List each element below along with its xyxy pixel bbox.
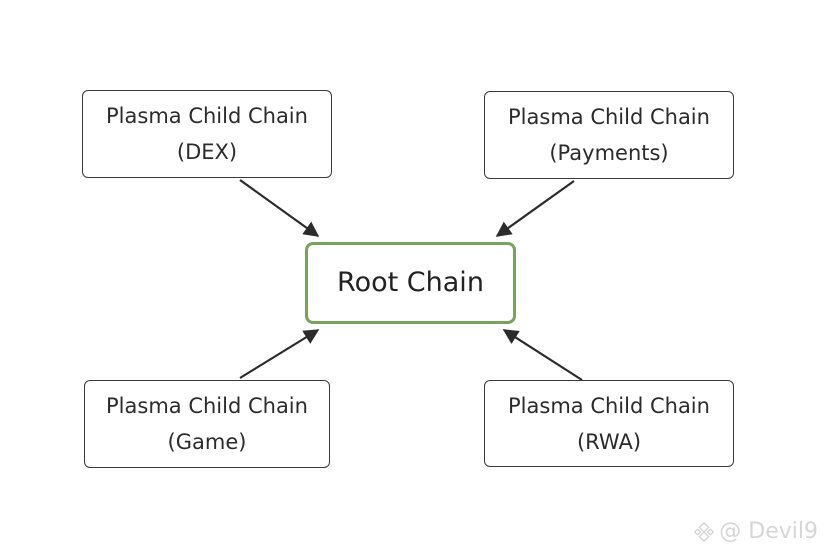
arrow-dex-to-root: [239, 179, 320, 237]
node-rwa-child-chain: Plasma Child Chain (RWA): [484, 380, 734, 467]
arrow-payments-to-root: [495, 180, 575, 237]
node-dex-line1: Plasma Child Chain: [106, 104, 308, 128]
node-game-child-chain: Plasma Child Chain (Game): [84, 380, 330, 468]
node-dex-line2: (DEX): [176, 140, 238, 164]
node-game-line1: Plasma Child Chain: [106, 394, 308, 418]
arrow-game-to-root: [239, 329, 320, 379]
watermark: @ Devil9: [693, 519, 818, 544]
node-rwa-line2: (RWA): [576, 429, 642, 454]
node-payments-line2: (Payments): [549, 141, 669, 165]
binance-logo-icon: [693, 521, 715, 543]
arrow-rwa-to-root: [502, 329, 583, 381]
node-root-label: Root Chain: [337, 267, 484, 298]
node-game-line2: (Game): [167, 430, 247, 454]
node-payments-child-chain: Plasma Child Chain (Payments): [484, 91, 734, 179]
node-root-chain: Root Chain: [305, 242, 516, 324]
node-rwa-line1: Plasma Child Chain: [508, 393, 710, 418]
node-dex-child-chain: Plasma Child Chain (DEX): [82, 90, 332, 178]
watermark-text: @ Devil9: [719, 519, 818, 544]
node-payments-line1: Plasma Child Chain: [508, 105, 710, 129]
